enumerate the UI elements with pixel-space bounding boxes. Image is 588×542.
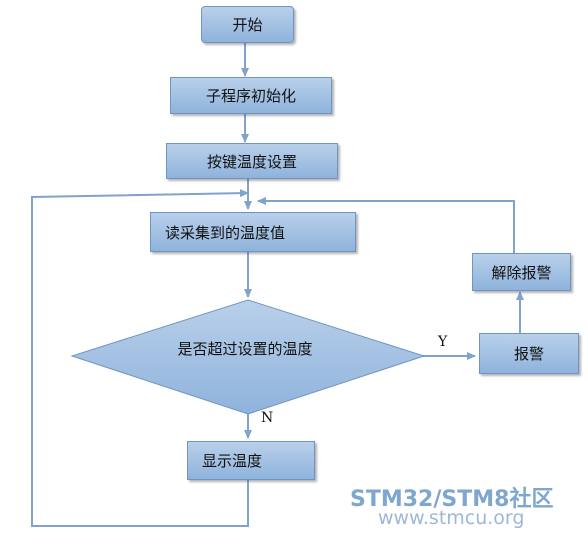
arrow-release-loop: [257, 197, 515, 253]
watermark-site-name: STM32/STM8社区: [350, 487, 554, 512]
alarm-node: 报警: [479, 333, 579, 374]
start-node: 开始: [201, 6, 294, 43]
no-edge-label: N: [261, 410, 274, 426]
set-temp-node: 按键温度设置: [166, 143, 338, 179]
yes-edge-label: Y: [438, 334, 448, 350]
release-alarm-node: 解除报警: [472, 253, 571, 291]
watermark-site-url: www.stmcu.org: [378, 507, 525, 529]
init-node-label: 子程序初始化: [205, 87, 296, 105]
start-node-label: 开始: [232, 16, 263, 34]
set-temp-node-label: 按键温度设置: [206, 152, 297, 171]
init-node: 子程序初始化: [170, 77, 332, 114]
arrow-display-loop: [31, 189, 249, 527]
display-temp-node-label: 显示温度: [202, 452, 263, 470]
display-temp-node: 显示温度: [187, 441, 315, 480]
read-temp-node-label: 读采集到的温度值: [165, 223, 286, 242]
release-alarm-node-label: 解除报警: [491, 263, 552, 282]
decision-node-label: 是否超过设置的温度: [177, 340, 313, 358]
alarm-node-label: 报警: [513, 345, 544, 363]
read-temp-node: 读采集到的温度值: [150, 212, 356, 252]
decision-diamond: [70, 299, 426, 415]
